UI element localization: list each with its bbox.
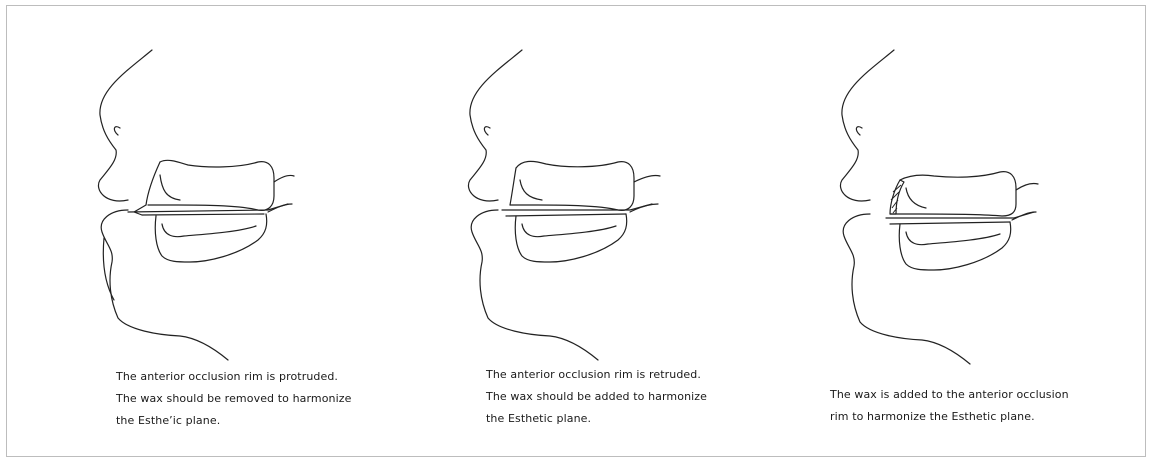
- caption-line-3: the Esthetic plane.: [486, 408, 707, 430]
- occlusal-plane-lower: [506, 214, 626, 216]
- added-wax-hatch: [891, 185, 901, 213]
- nostril: [856, 127, 862, 135]
- panel-corrected: The wax is added to the anterior occlusi…: [830, 0, 1130, 463]
- upper-rim-inner: [160, 175, 180, 200]
- lower-rim-inner: [162, 224, 256, 237]
- caption-retruded: The anterior occlusion rim is retruded. …: [486, 364, 707, 430]
- anterior-protrusion: [134, 205, 146, 215]
- panel-protruded: The anterior occlusion rim is protruded.…: [88, 0, 388, 463]
- caption-protruded: The anterior occlusion rim is protruded.…: [116, 366, 352, 432]
- caption-line-2: The wax should be added to harmonize: [486, 386, 707, 408]
- occlusal-plane-lower: [890, 222, 1010, 224]
- upper-rim-inner: [906, 188, 926, 208]
- upper-occlusion-rim: [890, 172, 1016, 216]
- lower-occlusion-rim: [155, 214, 266, 262]
- caption-line-1: The anterior occlusion rim is protruded.: [116, 366, 352, 388]
- caption-line-3: the Esthe’ic plane.: [116, 410, 352, 432]
- lower-jaw-line: [630, 204, 658, 212]
- lower-jaw-line: [1012, 212, 1036, 220]
- added-wax-outline: [890, 180, 904, 214]
- lower-rim-inner: [906, 232, 1000, 245]
- face-profile: [840, 50, 894, 201]
- face-profile: [98, 50, 152, 201]
- upper-rim-anterior: [510, 168, 516, 205]
- upper-rim-inner: [520, 180, 542, 200]
- lower-occlusion-rim: [899, 222, 1010, 270]
- panel-retruded: The anterior occlusion rim is retruded. …: [458, 0, 758, 463]
- neck-line: [103, 238, 114, 300]
- lower-occlusion-rim: [515, 214, 626, 262]
- upper-jaw-line: [634, 175, 660, 182]
- caption-line-1: The anterior occlusion rim is retruded.: [486, 364, 707, 386]
- lower-lip-chin: [843, 214, 970, 364]
- caption-line-1: The wax is added to the anterior occlusi…: [830, 384, 1069, 406]
- caption-line-2: The wax should be removed to harmonize: [116, 388, 352, 410]
- lower-rim-inner: [522, 224, 616, 237]
- caption-corrected: The wax is added to the anterior occlusi…: [830, 384, 1069, 428]
- upper-jaw-line: [1016, 183, 1038, 190]
- occlusal-plane-lower: [142, 214, 264, 215]
- upper-rim-anterior: [146, 162, 160, 205]
- upper-occlusion-rim: [148, 160, 274, 210]
- nostril: [484, 127, 490, 135]
- nostril: [114, 127, 120, 135]
- upper-occlusion-rim: [510, 161, 634, 210]
- caption-line-2: rim to harmonize the Esthetic plane.: [830, 406, 1069, 428]
- lower-lip-chin: [101, 210, 228, 360]
- upper-jaw-line: [274, 175, 294, 182]
